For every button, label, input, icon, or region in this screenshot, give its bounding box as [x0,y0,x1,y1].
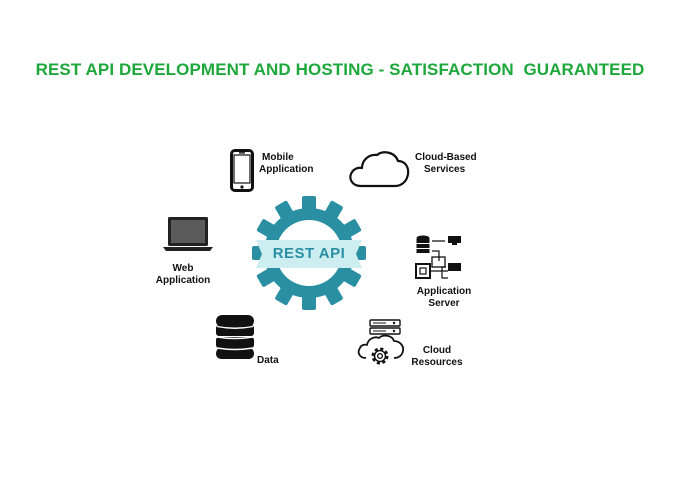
cloud-services-label-2: Services [424,164,466,175]
rest-api-ribbon [256,240,362,268]
cloud-resources-label-2: Resources [411,357,463,368]
cloud-resources-label-1: Cloud [422,345,452,356]
app-server-label-1: Application [416,286,472,297]
laptop-icon [163,215,213,253]
web-app-label-1: Web [172,263,194,274]
cloud-icon [347,148,411,190]
web-app-label-2: Application [155,275,211,286]
rest-api-label: REST API [272,245,346,262]
database-icon [215,314,255,360]
cloud-gear-icon [356,318,406,368]
page-title: REST API DEVELOPMENT AND HOSTING - SATIS… [35,60,645,79]
mobile-app-label-2: Application [259,164,314,175]
cloud-services-label-1: Cloud-Based [415,152,477,163]
mobile-app-label-1: Mobile [262,152,294,163]
smartphone-icon [230,149,254,192]
app-server-label-2: Server [428,298,460,309]
server-icon [412,233,464,283]
data-label: Data [257,355,279,366]
